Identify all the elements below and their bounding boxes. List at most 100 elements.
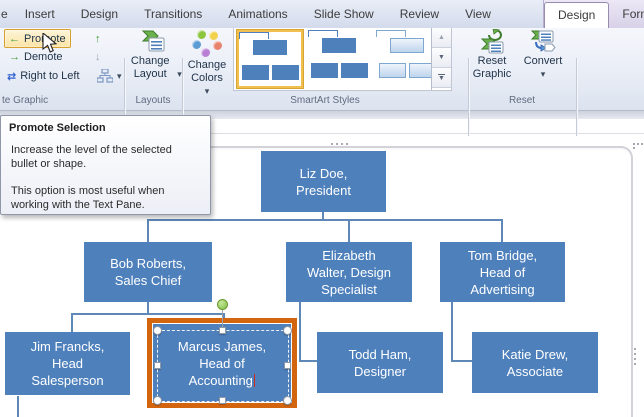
tab-slide-show[interactable]: Slide Show: [313, 7, 374, 21]
right-to-left-label: Right to Left: [20, 70, 80, 82]
tab-animations[interactable]: Animations: [228, 7, 288, 21]
group-separator: [182, 58, 183, 136]
node-text: Todd Ham, Designer: [348, 346, 412, 379]
org-chart-style-preview: [376, 30, 442, 88]
change-colors-icon: [192, 30, 222, 57]
connector-line: [71, 313, 73, 332]
connector-line: [501, 219, 503, 242]
tab-view[interactable]: View: [465, 7, 491, 21]
tab-review[interactable]: Review: [399, 7, 440, 21]
smartart-styles-gallery: ▲ ▼ ▼: [233, 27, 452, 91]
reset-graphic-icon: [480, 29, 503, 54]
tab-home-partial[interactable]: e: [1, 7, 8, 21]
org-node-bob-roberts[interactable]: Bob Roberts, Sales Chief: [84, 242, 212, 302]
resize-handle-bottom-left[interactable]: [153, 396, 162, 405]
node-text: Tom Bridge, Head of Advertising: [467, 247, 538, 297]
connector-line: [299, 360, 317, 362]
connector-line: [223, 313, 225, 319]
tab-smartart-design-active[interactable]: Design: [544, 2, 610, 28]
smartart-style-thumbnail-2[interactable]: [308, 30, 374, 88]
change-colors-label: Change Colors: [187, 59, 227, 84]
resize-handle-bottom-right[interactable]: [283, 396, 292, 405]
ribbon-tab-bar: e Insert Design Transitions Animations S…: [0, 0, 644, 28]
resize-handle-top-left[interactable]: [153, 326, 162, 335]
org-node-jim-francks[interactable]: Jim Francks, Head Salesperson: [5, 332, 130, 395]
move-up-icon: ↑: [95, 32, 101, 45]
gallery-scrollbar: ▲ ▼ ▼: [431, 28, 451, 90]
change-colors-button[interactable]: Change Colors ▾: [182, 30, 232, 98]
scroll-down-icon: ▼: [438, 54, 445, 61]
convert-button[interactable]: Convert ▾: [518, 29, 568, 81]
org-chart-style-preview: [239, 32, 301, 86]
scroll-up-icon: ▲: [438, 34, 445, 41]
smartart-style-thumbnail-selected[interactable]: [237, 30, 303, 88]
connector-line: [451, 302, 453, 362]
connector-line: [322, 212, 324, 220]
org-node-elizabeth-walter[interactable]: Elizabeth Walter, Design Specialist: [286, 242, 412, 302]
dropdown-caret: ▾: [540, 69, 546, 79]
ribbon-bottom-band: [0, 110, 644, 119]
connector-line: [451, 360, 472, 362]
promote-button[interactable]: ← Promote: [4, 29, 71, 48]
canvas-corner-resize-handle[interactable]: [633, 143, 643, 149]
resize-handle-right[interactable]: [284, 362, 291, 369]
org-node-katie-drew[interactable]: Katie Drew, Associate: [472, 332, 598, 393]
org-chart-layout-icon: [97, 69, 113, 83]
rotation-handle-stem: [222, 310, 223, 330]
promote-tooltip: Promote Selection Increase the level of …: [0, 115, 211, 215]
convert-label: Convert: [523, 55, 563, 67]
demote-label: Demote: [24, 50, 63, 63]
resize-handle-bottom[interactable]: [219, 397, 226, 404]
tab-smartart-format[interactable]: Format: [622, 7, 644, 21]
dropdown-caret: ▾: [204, 86, 210, 96]
dropdown-caret: ▾: [177, 69, 182, 79]
org-node-marcus-james-selected[interactable]: Marcus James, Head of Accounting: [153, 324, 291, 402]
node-text: Jim Francks, Head Salesperson: [30, 339, 105, 388]
demote-icon: →: [9, 50, 20, 63]
node-text: Elizabeth Walter, Design Specialist: [306, 247, 392, 297]
tooltip-body-line2: This option is most useful when working …: [11, 185, 165, 211]
resize-handle-top-right[interactable]: [283, 326, 292, 335]
move-up-button[interactable]: ↑: [90, 29, 106, 48]
org-node-todd-ham[interactable]: Todd Ham, Designer: [317, 332, 443, 393]
change-layout-button[interactable]: Change Layout ▾: [126, 29, 182, 81]
tooltip-title: Promote Selection: [9, 122, 106, 134]
slide-top-edge: [0, 133, 644, 134]
right-to-left-button[interactable]: ⇄ Right to Left: [2, 66, 85, 86]
canvas-right-resize-handle[interactable]: [634, 348, 636, 365]
group-label-smartart-styles: SmartArt Styles: [290, 95, 360, 106]
resize-handle-left[interactable]: [154, 362, 161, 369]
tab-transitions[interactable]: Transitions: [144, 7, 203, 21]
gallery-more-button[interactable]: ▼: [432, 68, 451, 88]
org-node-tom-bridge[interactable]: Tom Bridge, Head of Advertising: [440, 242, 565, 302]
group-separator: [468, 58, 469, 136]
selection-dashed-border: [157, 330, 289, 402]
move-down-button[interactable]: ↓: [90, 47, 106, 66]
canvas-top-resize-handle[interactable]: [331, 143, 348, 145]
connector-line: [17, 396, 19, 417]
connector-line: [147, 219, 149, 242]
node-text: Marcus James, Head of Accounting: [177, 338, 267, 388]
gallery-scroll-up-button[interactable]: ▲: [432, 28, 451, 48]
connector-line: [299, 302, 301, 362]
node-text: Bob Roberts, Sales Chief: [110, 256, 186, 288]
text-cursor: [253, 373, 256, 387]
node-text: Liz Doe, President: [296, 165, 351, 198]
org-node-liz-doe[interactable]: Liz Doe, President: [261, 151, 386, 212]
connector-line: [71, 313, 225, 315]
convert-icon: [530, 30, 556, 52]
tab-insert[interactable]: Insert: [24, 7, 55, 21]
resize-handle-top[interactable]: [219, 327, 226, 334]
mouse-cursor: [42, 33, 57, 53]
group-separator: [124, 58, 125, 136]
group-label-reset: Reset: [508, 95, 536, 106]
gallery-scroll-down-button[interactable]: ▼: [432, 48, 451, 68]
tab-design[interactable]: Design: [80, 7, 119, 21]
org-chart-layout-button[interactable]: ▾: [92, 66, 127, 86]
smartart-tools-contextual-tabs: Design Format: [543, 0, 644, 28]
reset-graphic-button[interactable]: Reset Graphic: [466, 29, 518, 81]
smartart-canvas-frame[interactable]: [0, 146, 633, 417]
node-text: Katie Drew, Associate: [501, 346, 569, 379]
demote-button[interactable]: → Demote: [4, 47, 68, 66]
rotation-handle[interactable]: [217, 299, 228, 310]
